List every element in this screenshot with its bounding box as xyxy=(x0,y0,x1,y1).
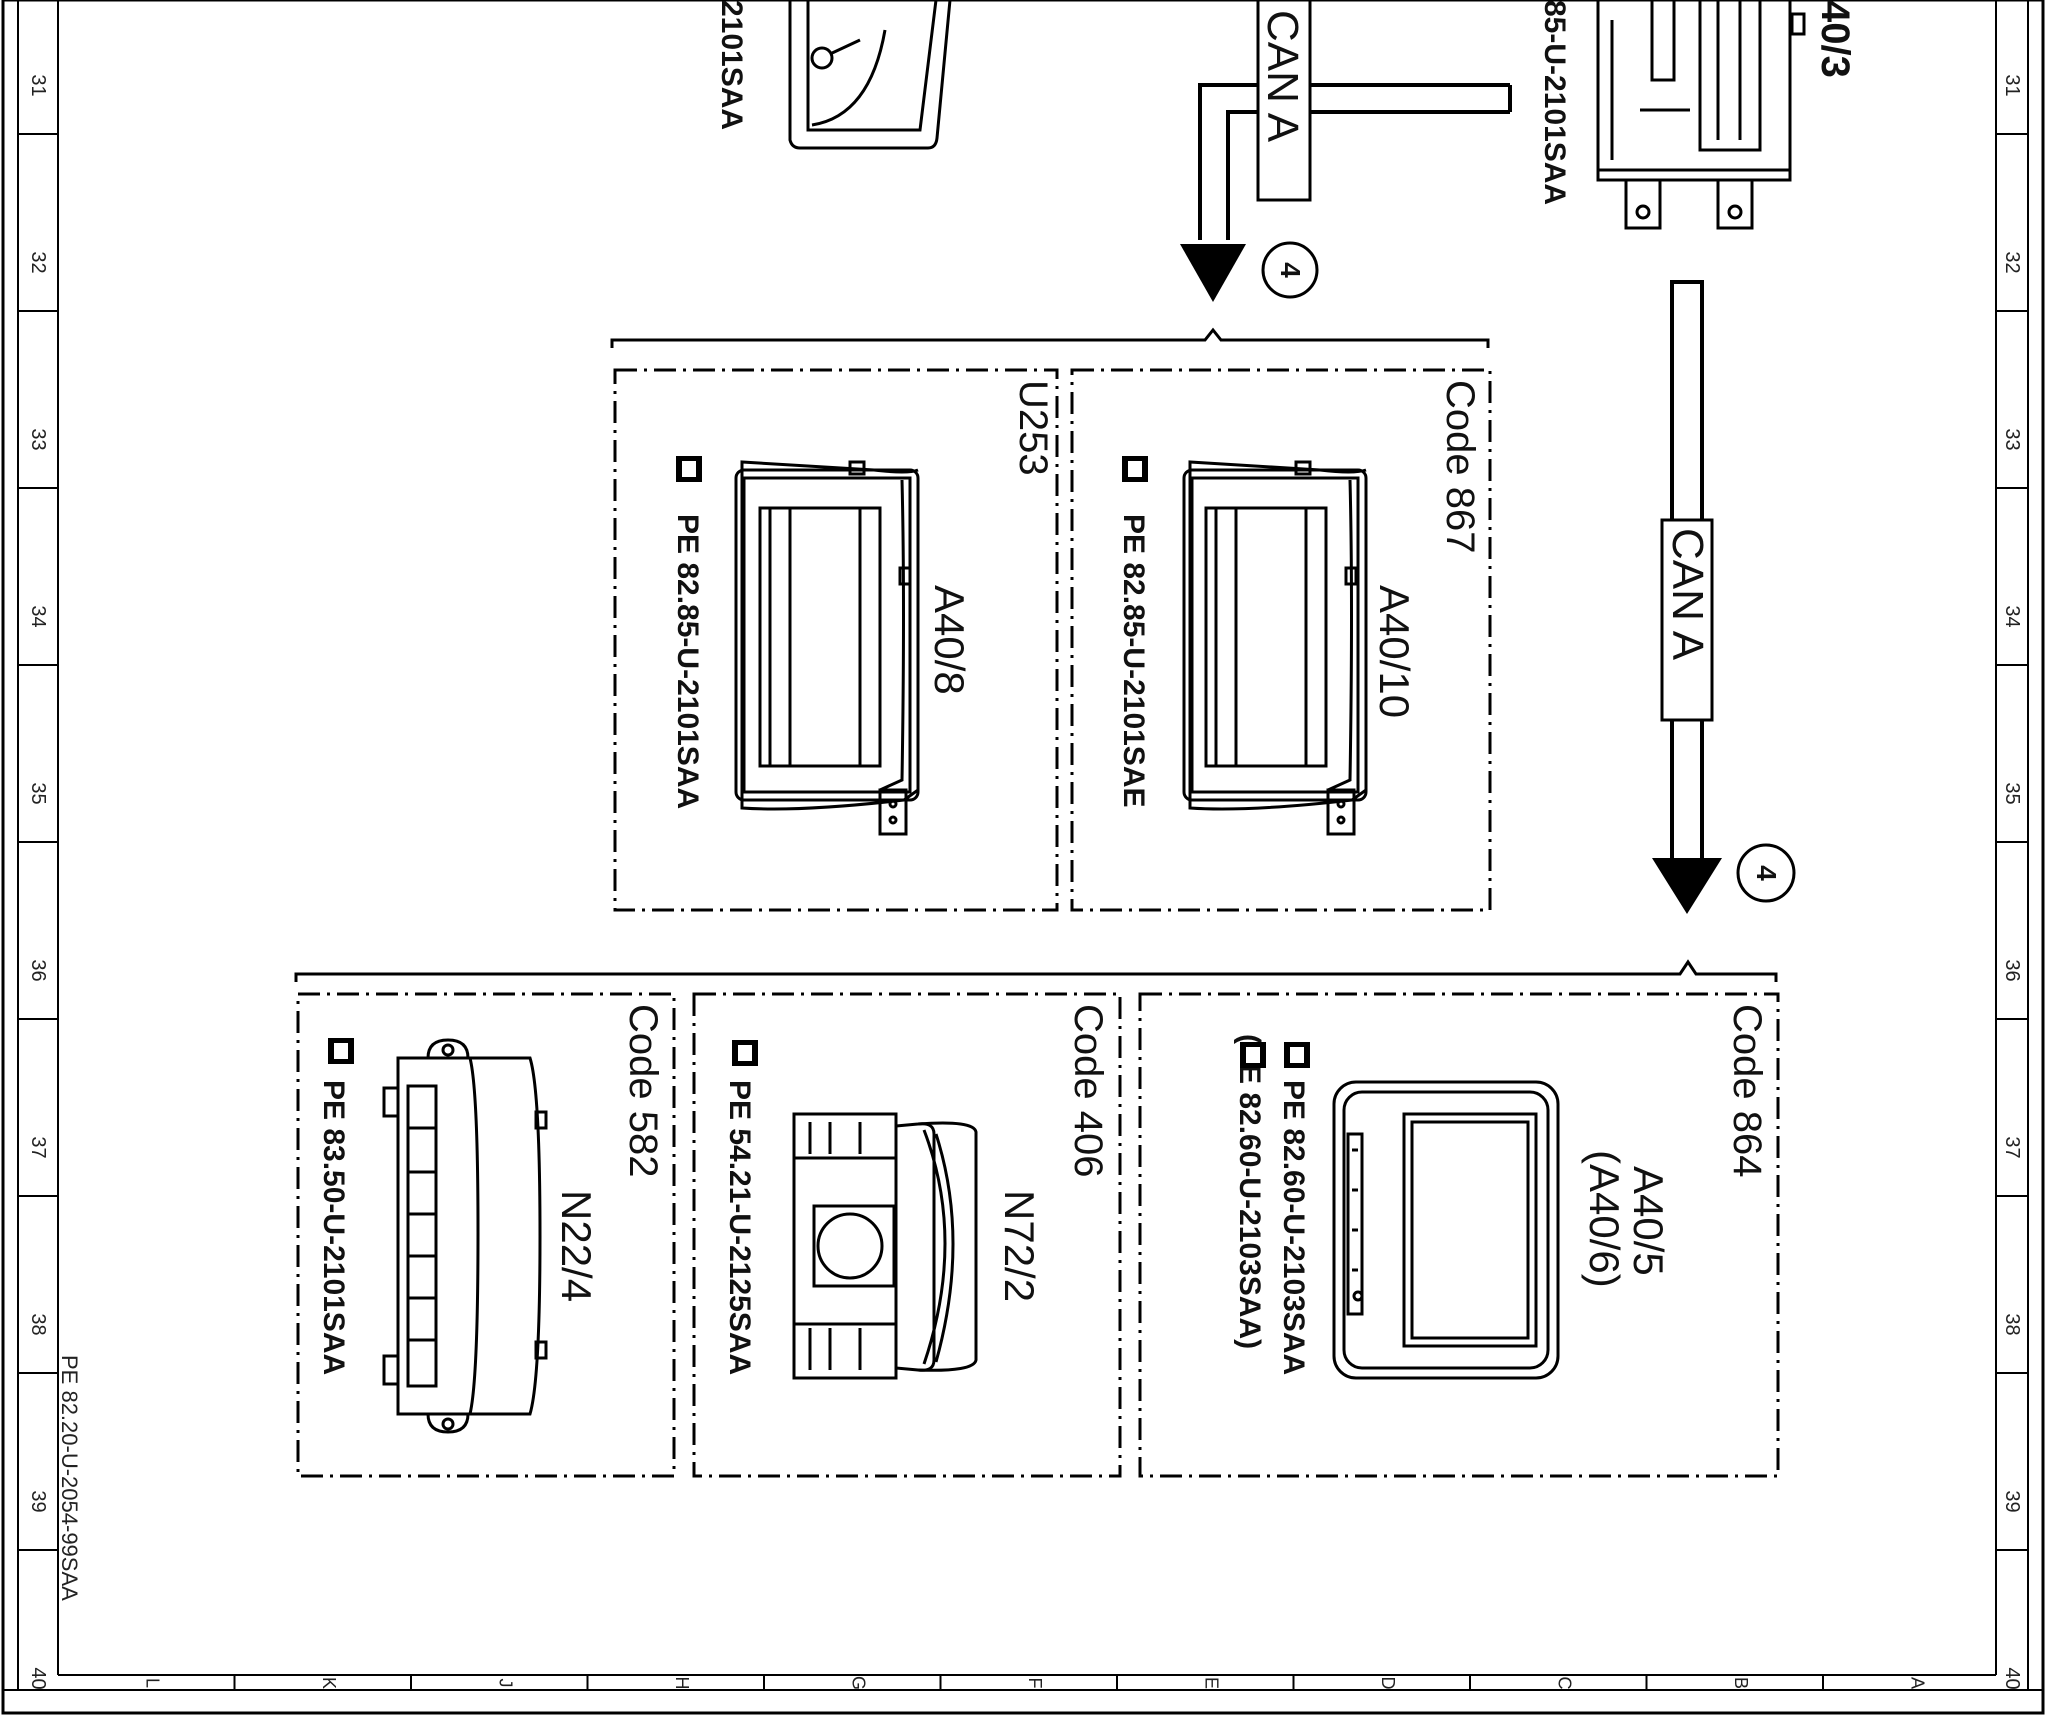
a40-5-display-icon xyxy=(1332,1080,1560,1380)
row-number-left: 32 xyxy=(27,251,49,273)
svg-text:4: 4 xyxy=(1275,262,1306,278)
row-number-left: 33 xyxy=(27,428,49,450)
finger-pointer-icon xyxy=(676,456,702,482)
can-a-arrow-upper xyxy=(1180,244,1246,302)
column-letter: G xyxy=(848,1676,868,1690)
row-number-right: 37 xyxy=(2001,1136,2023,1158)
box-a40-5-ref-alt: (PE 82.60-U-2103SAA) xyxy=(1233,1034,1266,1349)
column-letter: A xyxy=(1907,1677,1927,1689)
finger-pointer-icon xyxy=(1122,456,1148,482)
a40-8-module-icon xyxy=(734,460,920,836)
box-a40-5-ref: PE 82.60-U-2103SAA xyxy=(1277,1080,1310,1375)
finger-pointer-icon xyxy=(328,1038,354,1064)
box-a40-10-code: Code 867 xyxy=(1438,380,1482,553)
connection-marker-upper: 4 xyxy=(1261,241,1319,299)
box-n72-2-ref: PE 54.21-U-2125SAA xyxy=(723,1080,756,1375)
group-upper-bracket xyxy=(610,327,1490,348)
column-letter: D xyxy=(1378,1677,1398,1690)
column-tick-lines xyxy=(233,1675,1824,1690)
box-n22-4-component: N22/4 xyxy=(553,1190,600,1302)
column-letter: J xyxy=(495,1679,515,1688)
box-n72-2-code: Code 406 xyxy=(1066,1004,1110,1177)
row-number-left: 36 xyxy=(27,959,49,981)
row-number-left: 34 xyxy=(27,605,49,627)
box-n22-4: Code 582 N22/4 PE 83.50-U-2101SAA xyxy=(296,992,676,1478)
sheet-id: PE 82.20-U-2054-99SAA xyxy=(57,1355,82,1601)
connection-marker-right: 4 xyxy=(1736,843,1796,903)
row-number-left: 40 xyxy=(27,1667,49,1689)
column-letter: L xyxy=(142,1678,162,1688)
column-letter: B xyxy=(1731,1677,1751,1689)
top-right-ref: 85-U-2101SAA xyxy=(1538,0,1571,205)
box-n22-4-code: Code 582 xyxy=(621,1004,665,1177)
n22-4-panel-icon xyxy=(382,1038,548,1434)
box-a40-8: U253 A40/8 PE 82.85-U-2101SAA xyxy=(613,368,1059,912)
row-number-left: 37 xyxy=(27,1136,49,1158)
row-number-right: 36 xyxy=(2001,959,2023,981)
top-left-ref: 2101SAA xyxy=(715,0,748,130)
column-letter: F xyxy=(1025,1678,1045,1689)
top-right-module-icon xyxy=(1596,0,1806,230)
row-number-left: 39 xyxy=(27,1490,49,1512)
can-a-arrow-right xyxy=(1652,858,1722,914)
top-right-component: 40/3 xyxy=(1813,0,1857,78)
top-left-instrument-icon xyxy=(788,0,952,150)
row-numbers-left: 31 32 33 34 35 36 37 38 39 40 xyxy=(27,74,49,1689)
row-number-left: 35 xyxy=(27,782,49,804)
box-n72-2: Code 406 N72/2 PE 54.21-U-2125SAA xyxy=(692,992,1122,1478)
box-n22-4-ref: PE 83.50-U-2101SAA xyxy=(317,1080,350,1375)
row-number-right: 40 xyxy=(2001,1667,2023,1689)
svg-text:4: 4 xyxy=(1751,865,1782,881)
column-letter: K xyxy=(319,1677,339,1689)
n72-2-control-icon xyxy=(792,1112,978,1380)
column-letter: H xyxy=(672,1677,692,1690)
row-number-left: 38 xyxy=(27,1313,49,1335)
column-letter: E xyxy=(1201,1677,1221,1689)
box-a40-8-ref: PE 82.85-U-2101SAA xyxy=(671,514,704,809)
box-a40-8-component: A40/8 xyxy=(926,585,973,695)
finger-pointer-icon xyxy=(732,1040,758,1066)
row-number-right: 33 xyxy=(2001,428,2023,450)
can-a-label-right: CAN A xyxy=(1660,518,1714,722)
box-n72-2-component: N72/2 xyxy=(996,1190,1043,1302)
can-a-label-upper: CAN A xyxy=(1256,0,1312,202)
box-a40-10-ref: PE 82.85-U-2101SAE xyxy=(1117,514,1150,808)
box-a40-5-component-alt: (A40/6) xyxy=(1581,1150,1628,1288)
finger-pointer-icon xyxy=(1284,1042,1310,1068)
group-lower-bracket xyxy=(294,959,1778,982)
row-numbers-right: 31 32 33 34 35 36 37 38 39 40 xyxy=(2001,74,2023,1689)
row-number-right: 39 xyxy=(2001,1490,2023,1512)
column-letter: C xyxy=(1554,1677,1574,1690)
row-number-right: 34 xyxy=(2001,605,2023,627)
row-number-left: 31 xyxy=(27,74,49,96)
box-a40-5: Code 864 A40/5 (A40/6) PE 82.60-U-2103SA… xyxy=(1138,992,1780,1478)
box-a40-5-component: A40/5 xyxy=(1625,1166,1672,1276)
row-number-right: 32 xyxy=(2001,251,2023,273)
row-number-right: 31 xyxy=(2001,74,2023,96)
row-number-right: 38 xyxy=(2001,1313,2023,1335)
box-a40-5-code: Code 864 xyxy=(1725,1004,1769,1177)
row-number-right: 35 xyxy=(2001,782,2023,804)
svg-text:CAN A: CAN A xyxy=(1258,10,1307,143)
box-a40-10: Code 867 A40/10 PE 82.85-U-2101SAE xyxy=(1070,368,1492,912)
a40-10-module-icon xyxy=(1182,460,1368,836)
box-a40-8-code: U253 xyxy=(1011,380,1055,476)
box-a40-10-component: A40/10 xyxy=(1371,585,1418,718)
can-a-bus-upper xyxy=(1198,83,1512,240)
row-tick-lines xyxy=(18,133,2028,1551)
svg-text:CAN A: CAN A xyxy=(1663,528,1712,661)
finger-pointer-icon xyxy=(1240,1042,1266,1068)
